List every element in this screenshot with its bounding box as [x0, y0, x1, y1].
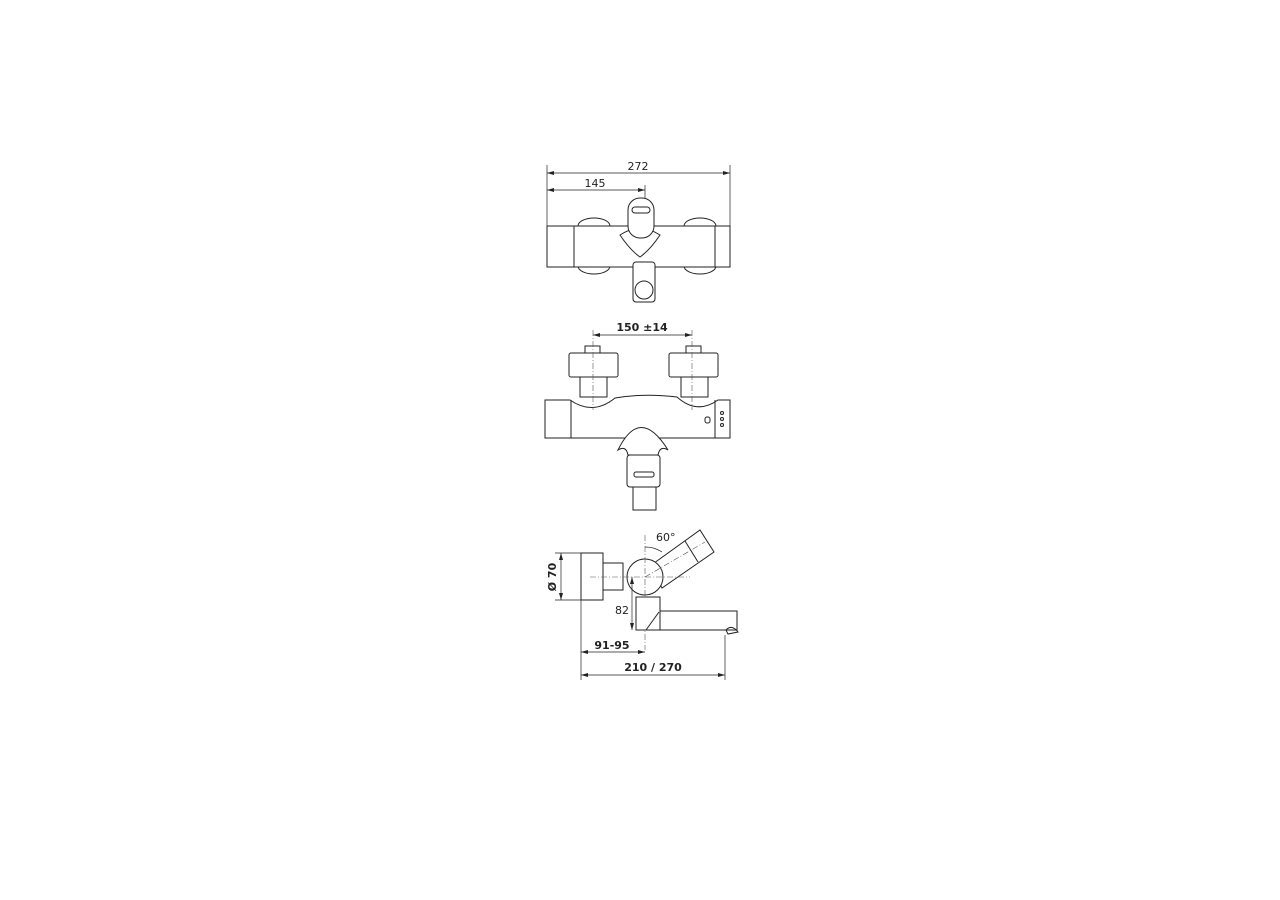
dim-210-270: 210 / 270	[581, 661, 725, 677]
top-view: 272 145	[546, 160, 731, 303]
dim-91-95-label: 91-95	[594, 639, 629, 652]
dim-82: 82	[615, 577, 634, 630]
dim-91-95: 91-95	[581, 639, 645, 654]
dim-150-label: 150 ±14	[616, 321, 668, 334]
dim-210-270-label: 210 / 270	[624, 661, 682, 674]
dim-82-label: 82	[615, 604, 629, 617]
dim-145-label: 145	[585, 177, 606, 190]
dim-145: 145	[547, 177, 645, 192]
side-view: Ø 70 60° 82 91-95	[546, 529, 739, 680]
dim-150: 150 ±14	[593, 321, 692, 337]
dim-70: Ø 70	[546, 552, 581, 601]
angle-60-label: 60°	[656, 531, 676, 544]
dim-272: 272	[547, 160, 730, 175]
front-view: 150 ±14	[544, 321, 731, 511]
dim-70-label: Ø 70	[546, 562, 559, 591]
dim-272-label: 272	[628, 160, 649, 173]
